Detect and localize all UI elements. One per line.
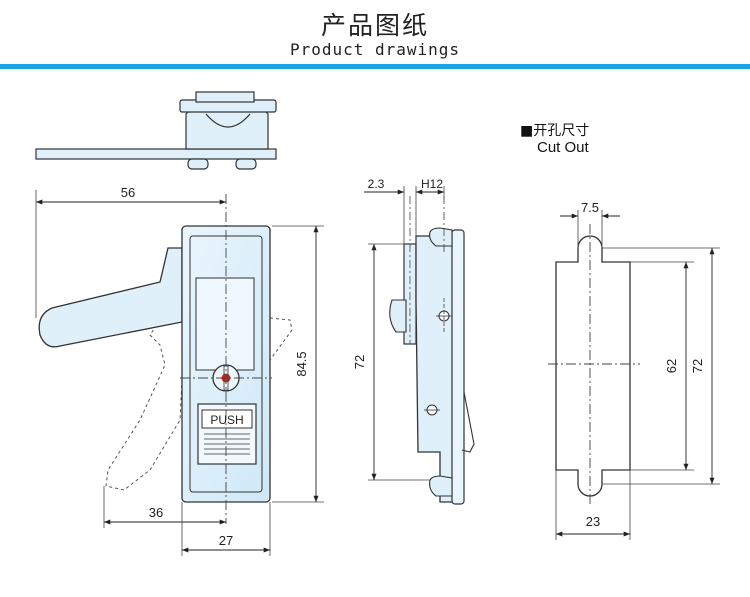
dim-label-23w: 23 bbox=[586, 514, 600, 529]
front-view: PUSH 56 84.5 36 27 bbox=[35, 185, 324, 556]
header-divider bbox=[0, 64, 750, 69]
lever-handle bbox=[38, 247, 183, 348]
dim-label-845: 84.5 bbox=[294, 351, 309, 376]
side-handle bbox=[389, 299, 407, 333]
dim-label-56: 56 bbox=[121, 185, 135, 200]
side-cam bbox=[461, 391, 475, 453]
dim-label-h12: H12 bbox=[421, 177, 443, 191]
header: 产品图纸 Product drawings bbox=[0, 0, 750, 72]
cutout-outline bbox=[555, 235, 631, 497]
push-grip-lines bbox=[204, 433, 250, 455]
dim-label-27: 27 bbox=[219, 533, 233, 548]
page-title: 产品图纸 bbox=[320, 11, 429, 40]
top-view bbox=[35, 91, 277, 170]
push-label-box bbox=[201, 409, 253, 429]
page-subtitle: Product drawings bbox=[289, 40, 461, 59]
side-screw-bottom bbox=[429, 475, 453, 497]
dim-label-23: 2.3 bbox=[368, 177, 385, 191]
cutout-view: 7.5 62 72 23 bbox=[548, 200, 720, 540]
dim-label-36: 36 bbox=[149, 505, 163, 520]
dim-label-72-side: 72 bbox=[352, 355, 367, 369]
cutout-subtitle: Cut Out bbox=[537, 139, 589, 156]
top-view-cap bbox=[195, 91, 255, 103]
side-flange bbox=[451, 229, 465, 505]
top-view-nut-right bbox=[235, 158, 257, 170]
side-view: 2.3 H12 72 bbox=[352, 177, 475, 505]
cutout-title: ■开孔尺寸 bbox=[520, 123, 590, 139]
lever-open-outline bbox=[105, 317, 293, 491]
side-screw-top bbox=[429, 227, 453, 247]
push-label: PUSH bbox=[210, 413, 243, 427]
handle-recess bbox=[195, 277, 255, 371]
top-view-nut-left bbox=[187, 158, 209, 170]
dim-label-72-cut: 72 bbox=[690, 359, 705, 373]
top-view-plate bbox=[35, 148, 277, 160]
dim-label-75: 7.5 bbox=[581, 200, 599, 215]
top-view-cam bbox=[205, 113, 251, 128]
dim-label-62: 62 bbox=[664, 359, 679, 373]
